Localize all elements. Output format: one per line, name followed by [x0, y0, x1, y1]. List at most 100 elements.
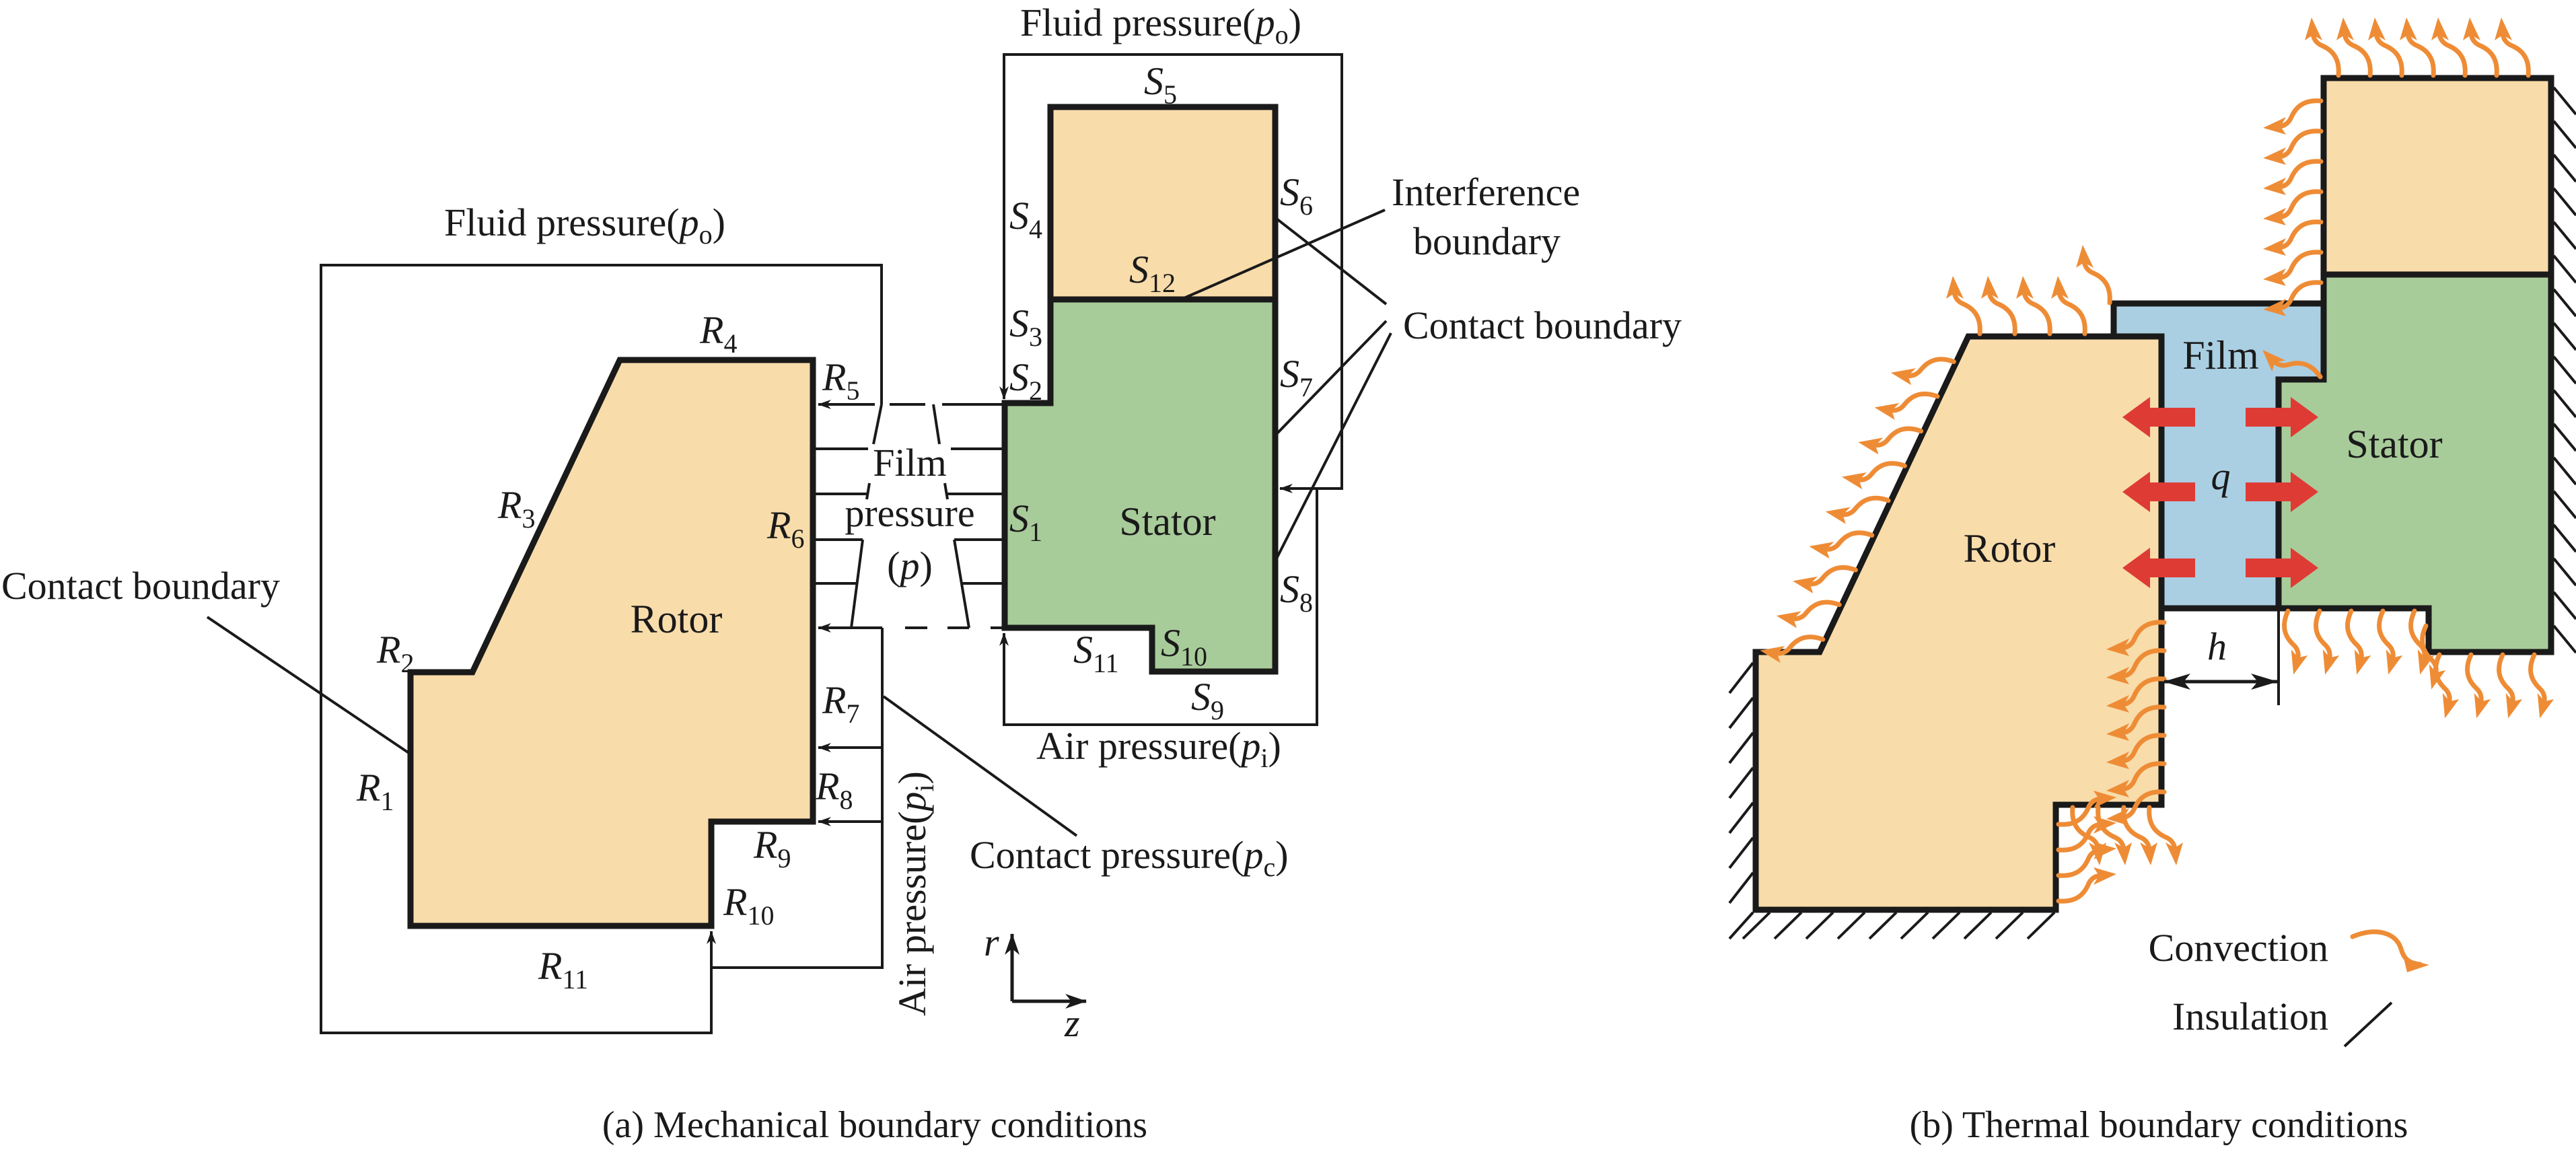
stator-boundary-label-1: S1 — [1009, 497, 1042, 547]
stator-boundary-label-2: S2 — [1009, 355, 1042, 406]
convection-arrow — [1874, 391, 1940, 420]
convection-arrow — [2056, 867, 2116, 904]
legend-convection-label: Convection — [2149, 926, 2328, 970]
stator-boundary-label-10: S10 — [1161, 621, 1207, 672]
thermal-rotor-label: Rotor — [1964, 526, 2056, 571]
heat-flux-arrow-left — [2122, 548, 2195, 588]
convection-arrow — [2263, 159, 2324, 195]
stator-boundary-label-4: S4 — [1009, 194, 1042, 244]
rotor-fluid-pressure-line — [320, 264, 883, 1034]
stator-fluid-pressure-line — [1003, 53, 1343, 490]
convection-arrow — [1890, 357, 1956, 386]
convection-arrow — [1858, 426, 1924, 455]
stator-boundary-label-3: S3 — [1009, 301, 1042, 352]
contact-pressure-leader — [882, 695, 1078, 837]
stator-boundary-label-5: S5 — [1144, 59, 1177, 110]
film-pressure-label-2: pressure — [845, 491, 974, 535]
rotor-air-pressure-line — [711, 628, 884, 969]
legend-insulation-icon — [2343, 1001, 2393, 1048]
fluid-pressure-rotor-label: Fluid pressure(po) — [444, 201, 725, 250]
convection-arrow — [1760, 635, 1826, 663]
stator-boundary-label-8: S8 — [1280, 567, 1313, 618]
convection-arrow — [2420, 623, 2446, 690]
convection-arrow — [1809, 530, 1875, 559]
fluid-pressure-stator-label: Fluid pressure(po) — [1020, 1, 1301, 50]
convection-arrow — [2528, 652, 2554, 719]
convection-arrow — [2400, 17, 2436, 78]
panel-mechanical: r z Fluid pressure(po) Fluid pressure(po… — [1, 1, 1682, 1146]
convection-arrow — [1825, 495, 1891, 524]
heat-flux-arrow-right — [2246, 472, 2318, 512]
convection-arrow — [2463, 17, 2499, 78]
convection-arrow — [2076, 245, 2112, 305]
stator-air-pressure-line — [1003, 489, 1318, 726]
convection-arrow — [1981, 276, 2017, 336]
thermal-film-label: Film — [2182, 333, 2258, 377]
convection-arrow — [2377, 608, 2403, 675]
contact-leader-s6 — [1275, 217, 1388, 305]
heat-flux-arrow-left — [2122, 397, 2195, 437]
convection-arrow — [2431, 17, 2468, 78]
rotor-boundary-label-8: R8 — [815, 764, 853, 815]
rotor-body — [407, 357, 816, 929]
convection-arrow — [2497, 652, 2523, 719]
film-pressure-label-3: (p) — [887, 544, 933, 587]
contact-leader-s7 — [1275, 320, 1388, 435]
caption-mechanical: (a) Mechanical boundary conditions — [602, 1104, 1147, 1146]
rotor-boundary-label-9: R9 — [753, 823, 791, 873]
rotor-boundary-label-3: R3 — [497, 483, 535, 534]
convection-arrow — [2263, 280, 2324, 316]
legend-insulation-label: Insulation — [2172, 995, 2328, 1038]
convection-arrow — [2106, 620, 2167, 656]
convection-arrow — [2263, 250, 2324, 286]
contact-pressure-label: Contact pressure(pc) — [970, 833, 1289, 882]
axis-r-label: r — [984, 921, 999, 964]
convection-arrow — [2262, 349, 2323, 380]
convection-arrow — [2106, 761, 2167, 797]
convection-arrow — [2016, 276, 2052, 336]
convection-arrow — [2495, 17, 2531, 78]
stator-boundary-label-11: S11 — [1073, 628, 1119, 678]
contact-boundary-left-leader — [206, 616, 411, 755]
stator-boundary-label-7: S7 — [1280, 352, 1313, 402]
rotor-boundary-label-11: R11 — [538, 944, 588, 995]
heat-flux-arrow-right — [2246, 548, 2318, 588]
rotor-label: Rotor — [631, 597, 723, 641]
convection-arrow — [2263, 219, 2324, 256]
convection-arrow — [2336, 17, 2373, 78]
convection-arrow — [2106, 676, 2167, 713]
thermal-stator-body — [2275, 271, 2554, 655]
caption-thermal: (b) Thermal boundary conditions — [1910, 1104, 2408, 1146]
panel-thermal: h Film q Stator Rotor Convection Insulat… — [1728, 17, 2576, 1146]
convection-arrow — [2305, 17, 2341, 78]
interference-boundary-label-2: boundary — [1413, 219, 1561, 263]
convection-arrow — [1793, 565, 1858, 593]
convection-arrow — [2051, 276, 2087, 336]
film-pressure-region — [813, 400, 1005, 633]
air-pressure-rotor-label: Air pressure(pi) — [890, 771, 939, 1016]
thermal-stator-seat — [2320, 75, 2554, 278]
convection-arrow — [2056, 842, 2116, 878]
convection-arrow — [1776, 600, 1842, 628]
heat-flux-arrows — [2122, 397, 2318, 588]
stator-seat-body — [1047, 104, 1279, 303]
convection-arrow — [2106, 705, 2167, 741]
stator-boundary-label-12: S12 — [1129, 248, 1176, 298]
rotor-boundary-label-7: R7 — [822, 678, 859, 729]
interference-boundary-label-1: Interference — [1392, 170, 1580, 214]
rotor-boundary-label-6: R6 — [766, 503, 804, 554]
convection-arrow — [2106, 733, 2167, 769]
heat-flux-arrow-left — [2122, 472, 2195, 512]
rotor-boundary-label-1: R1 — [356, 766, 394, 816]
convection-arrow — [2263, 129, 2324, 165]
convection-arrow — [2147, 805, 2183, 865]
rotor-boundary-label-5: R5 — [822, 355, 859, 406]
convection-arrow — [2263, 189, 2324, 225]
convection-arrows — [1760, 17, 2554, 904]
convection-arrow — [1841, 461, 1907, 490]
convection-arrow — [2282, 608, 2308, 675]
convection-arrow — [2345, 608, 2371, 675]
stator-body — [1001, 296, 1279, 675]
